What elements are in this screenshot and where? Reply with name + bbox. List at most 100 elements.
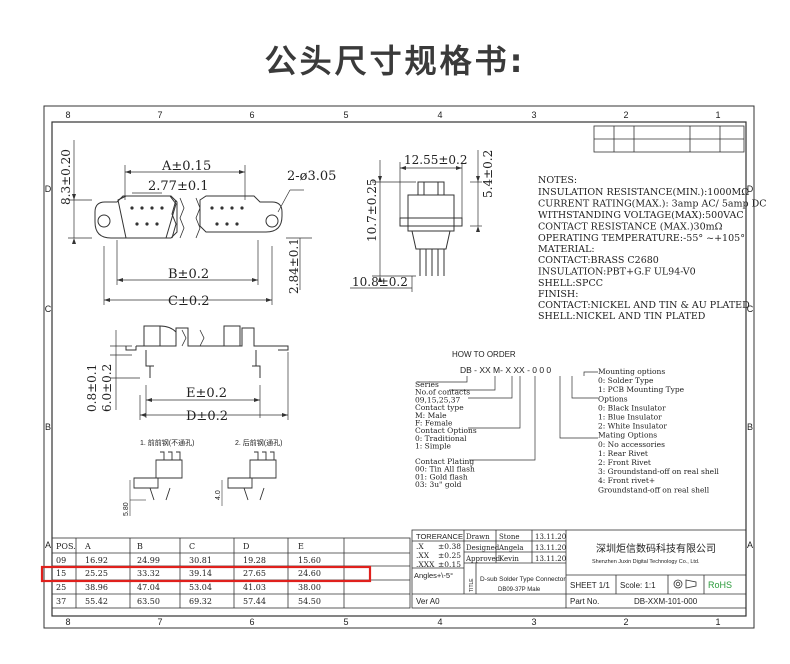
- frame-row-left: B: [45, 422, 51, 432]
- frame-col-top: 6: [249, 110, 254, 120]
- table-header: C: [189, 542, 195, 551]
- people-role: Approved: [465, 555, 501, 563]
- finish-title: FINISH:: [538, 289, 578, 300]
- tolerance-value: ±0.25: [438, 551, 461, 560]
- frame-col-bottom: 5: [343, 617, 348, 627]
- table-cell: 37: [56, 597, 66, 606]
- rohs-badge: RoHS: [708, 580, 732, 590]
- top-view: [68, 140, 312, 305]
- order-right-line: Options: [598, 394, 628, 403]
- table-cell: 33.32: [137, 569, 160, 578]
- frame-row-left: D: [45, 184, 52, 194]
- frame-col-bottom: 6: [249, 617, 254, 627]
- dim-holes: 2-ø3.05: [287, 169, 336, 184]
- table-header: D: [243, 542, 249, 551]
- dim-side-bottom: 10.8±0.2: [352, 275, 408, 289]
- note-line: WITHSTANDING VOLTAGE(MAX):500VAC: [538, 210, 744, 221]
- order-title: HOW TO ORDER: [452, 350, 516, 359]
- table-header: B: [137, 542, 143, 551]
- frame-col-top: 1: [715, 110, 720, 120]
- frame-col-bottom: 1: [715, 617, 720, 627]
- product-name: D-sub Solder Type Connector: [480, 576, 566, 583]
- order-left-line: 00: Tin All flash: [415, 465, 475, 474]
- table-cell: 09: [56, 556, 66, 565]
- tolerance-class: .XX: [416, 551, 430, 560]
- notes-title: NOTES:: [538, 175, 577, 186]
- order-left-line: No.of contacts: [415, 388, 470, 397]
- frame-row-left: C: [45, 304, 52, 314]
- order-block: HOW TO ORDER DB - XX M- X XX - 0 0 0 Ser…: [415, 350, 719, 494]
- frame-col-top: 4: [437, 110, 442, 120]
- people-role: Drawn: [466, 533, 490, 541]
- table-header: POS.: [56, 542, 76, 551]
- dim-d: D±0.2: [186, 409, 228, 424]
- part-label: Part No.: [570, 597, 599, 606]
- frame-row-left: A: [45, 540, 51, 550]
- table-cell: 16.92: [85, 556, 108, 565]
- profile-view: [110, 325, 289, 420]
- table-cell: 38.00: [298, 583, 321, 592]
- dim-side-w: 12.55±0.2: [404, 153, 468, 167]
- order-left-line: M: Male: [415, 411, 447, 420]
- frame-col-bottom: 4: [437, 617, 442, 627]
- dim-top-height: 8.3±0.20: [59, 149, 73, 205]
- frame-row-right: D: [747, 184, 754, 194]
- dim-side-d: 5.4±0.2: [481, 150, 495, 198]
- note-line: CURRENT RATING(MAX.): 3amp AC/ 5amp DC: [538, 199, 767, 210]
- tolerance-value: ±0.38: [438, 542, 461, 551]
- material-line: SHELL:SPCC: [538, 278, 603, 289]
- frame-row-right: B: [747, 422, 753, 432]
- frame-col-top: 7: [157, 110, 162, 120]
- people-name: Stone: [499, 533, 519, 541]
- small-view-h1: 5.80: [123, 502, 130, 516]
- note-line: CONTACT RESISTANCE (MAX.)30mΩ: [538, 222, 723, 233]
- dim-side-h: 2.84±0.1: [287, 238, 301, 294]
- people-date: 13.11.20: [535, 533, 566, 541]
- small-view-rear: [221, 451, 277, 506]
- revision-box: [593, 125, 745, 153]
- drawing-frame: [43, 105, 755, 629]
- highlight-row-box: [40, 565, 372, 583]
- dim-f-h2: 6.0±0.2: [100, 364, 114, 412]
- table-cell: 47.04: [137, 583, 160, 592]
- order-right-line: 1: Rear Rivet: [598, 449, 648, 458]
- order-code: DB - XX M- X XX - 0 0 0: [460, 365, 551, 375]
- frame-row-right: C: [747, 304, 754, 314]
- people-date: 13.11.20: [535, 555, 566, 563]
- order-right-line: 2: White Insulator: [598, 422, 667, 431]
- frame-col-top: 8: [65, 110, 70, 120]
- material-line: INSULATION:PBT+G.F UL94-V0: [538, 267, 696, 278]
- finish-line: SHELL:NICKEL AND TIN PLATED: [538, 311, 706, 322]
- order-right-line: 4: Front rivet+: [598, 476, 655, 485]
- frame-col-top: 3: [531, 110, 536, 120]
- version-label: Ver A0: [416, 597, 440, 606]
- product-model: DB09-37P Male: [498, 587, 541, 593]
- part-number: DB-XXM-101-000: [634, 597, 698, 606]
- table-cell: 39.14: [189, 569, 212, 578]
- order-left-line: 1: Simple: [415, 442, 452, 451]
- people-role: Designed: [466, 544, 500, 552]
- table-header: A: [84, 542, 91, 551]
- order-right-line: 0: Solder Type: [598, 376, 654, 385]
- dim-b: B±0.2: [168, 267, 209, 282]
- order-right-line: Groundstand-off on real shell: [598, 485, 710, 494]
- order-right-line: 0: Black Insulator: [598, 403, 666, 412]
- order-right-line: 1: PCB Mounting Type: [598, 385, 685, 394]
- note-line: INSULATION RESISTANCE(MIN.):1000MΩ: [538, 187, 749, 198]
- dim-c: C±0.2: [168, 294, 210, 309]
- table-cell: 38.96: [85, 583, 108, 592]
- dim-a: A±0.15: [161, 159, 211, 174]
- frame-col-bottom: 8: [65, 617, 70, 627]
- title-label: TITLE: [469, 578, 475, 592]
- table-cell: 15: [56, 569, 66, 578]
- order-right-line: Mating Options: [598, 431, 657, 440]
- frame-col-top: 2: [623, 110, 628, 120]
- order-left-line: F: Female: [415, 419, 453, 428]
- small-view-h2: 4.0: [215, 490, 222, 500]
- order-left-line: 03: 3u" gold: [415, 480, 462, 489]
- table-cell: 24.99: [137, 556, 160, 565]
- projection-icon: [673, 579, 697, 589]
- order-left-line: Series: [415, 380, 439, 389]
- table-cell: 63.50: [137, 597, 160, 606]
